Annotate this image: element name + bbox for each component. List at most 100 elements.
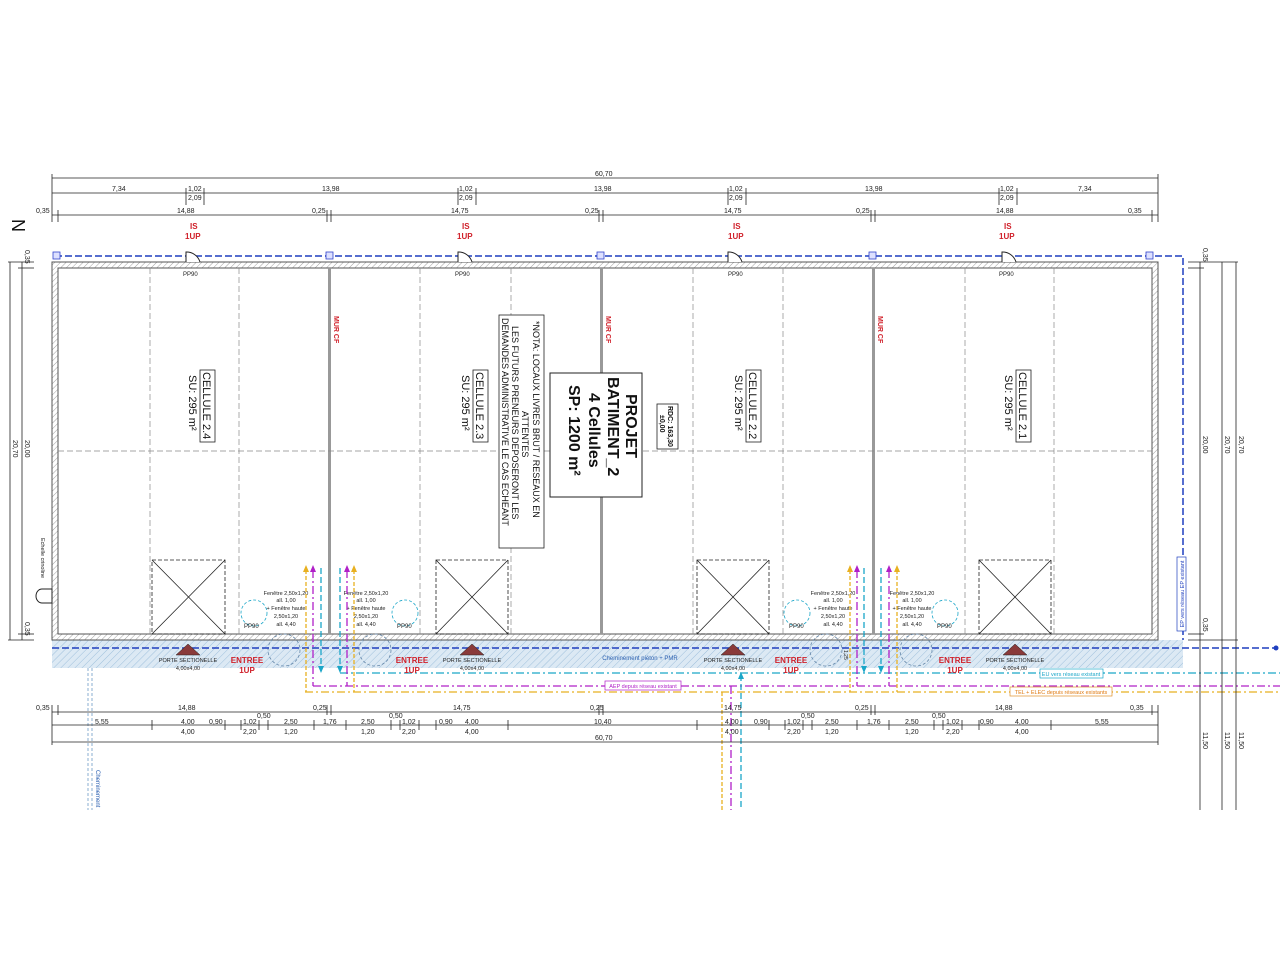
window-note: all. 4,40 bbox=[356, 622, 375, 628]
window-note: + Fenêtre haute bbox=[814, 606, 853, 612]
dim: 4,00 bbox=[725, 719, 739, 726]
dim: 2,09 bbox=[188, 195, 202, 202]
door-type: PP90 bbox=[789, 624, 804, 630]
dim: 14,88 bbox=[178, 705, 196, 712]
dim: 1,76 bbox=[867, 719, 881, 726]
project-box: PROJET BATIMENT_2 4 Cellules SP: 1200 m² bbox=[549, 372, 643, 498]
entrance-doors bbox=[240, 599, 959, 667]
exit-label: IS bbox=[733, 222, 741, 231]
dim: 1,20 bbox=[361, 729, 375, 736]
sectional-door-icon bbox=[720, 643, 746, 656]
fire-wall-label: MUR CF bbox=[604, 316, 611, 344]
window-note: 2,50x1,20 bbox=[900, 614, 924, 620]
dim: 2,50 bbox=[905, 719, 919, 726]
dim: 1,02 bbox=[787, 719, 801, 726]
ladder-icon bbox=[35, 588, 53, 604]
dim: 0,35 bbox=[36, 705, 50, 712]
door-type: PP90 bbox=[455, 272, 470, 278]
nota-box: *NOTA: LOCAUX LIVRES BRUT / RESEAUX EN A… bbox=[498, 314, 545, 549]
dim: 11,50 bbox=[1237, 732, 1244, 749]
aep-label: AEP depuis réseau existant bbox=[609, 684, 677, 690]
entrance-label: 1UP bbox=[783, 666, 799, 675]
top-dimensions: 60,70 7,34 1,02 2,09 13,98 1,02 2,09 13,… bbox=[36, 171, 1159, 222]
dim: 4,00 bbox=[181, 719, 195, 726]
dim: 2,50 bbox=[361, 719, 375, 726]
dim: 5,55 bbox=[1095, 719, 1109, 726]
cell-area: SU: 295 m² bbox=[1002, 375, 1014, 431]
exit-label: IS bbox=[1004, 222, 1012, 231]
dim: 2,20 bbox=[402, 729, 416, 736]
window-note: Fenêtre 2,50x1,20 bbox=[890, 591, 935, 597]
dim: 1,20 bbox=[905, 729, 919, 736]
sectional-door-icon bbox=[1002, 643, 1028, 656]
exit-label: 1UP bbox=[457, 232, 473, 241]
top-exit-labels: IS 1UP IS 1UP IS 1UP IS 1UP bbox=[185, 222, 1015, 241]
dim: 20,70 bbox=[1237, 436, 1244, 454]
door-type: PP90 bbox=[937, 624, 952, 630]
dim: 1,02 bbox=[402, 719, 416, 726]
dim: 2,09 bbox=[459, 195, 473, 202]
entrance-door-labels: PP90 PP90 PP90 PP90 bbox=[244, 624, 952, 630]
sectional-doors: PORTE SECTIONELLE 4,00x4,00 PORTE SECTIO… bbox=[159, 643, 1044, 672]
dim: 4,00 bbox=[465, 719, 479, 726]
entrance-label: ENTREE bbox=[939, 656, 972, 665]
sectional-door-label: PORTE SECTIONELLE bbox=[704, 658, 763, 664]
walkway-label-left: Cheminement bbox=[94, 770, 100, 808]
sectional-door-openings bbox=[151, 559, 1052, 635]
dim: 0,35 bbox=[1201, 248, 1208, 262]
cell-area: SU: 295 m² bbox=[459, 375, 471, 431]
cell-2-4: CELLULE 2.4 SU: 295 m² bbox=[186, 369, 216, 443]
window-notes: Fenêtre 2,50x1,20 all. 1,00 + Fenêtre ha… bbox=[264, 591, 935, 628]
dim: 2,50 bbox=[284, 719, 298, 726]
dim: 4,00 bbox=[181, 729, 195, 736]
project-title: PROJET bbox=[622, 394, 639, 458]
rdc-zero: ±0,00 bbox=[658, 415, 665, 433]
dim: 4,00 bbox=[465, 729, 479, 736]
exit-label: 1UP bbox=[999, 232, 1015, 241]
sectional-door-size: 4,00x4,00 bbox=[176, 666, 200, 672]
dim: 2,20 bbox=[787, 729, 801, 736]
dim: 4,00 bbox=[725, 729, 739, 736]
step-dimension: 1,25 bbox=[842, 650, 848, 660]
dim: 0,25 bbox=[585, 208, 599, 215]
network-labels: AEP depuis réseau existant EU vers résea… bbox=[604, 556, 1187, 697]
dim: 1,20 bbox=[284, 729, 298, 736]
dim: 11,50 bbox=[1201, 732, 1208, 749]
entrance-label: 1UP bbox=[947, 666, 963, 675]
north-label: N bbox=[8, 219, 28, 232]
dim: 1,02 bbox=[459, 186, 473, 193]
bottom-dimensions: 0,35 14,88 0,25 14,75 0,25 14,75 0,25 14… bbox=[36, 705, 1159, 745]
door-type: PP90 bbox=[728, 272, 743, 278]
dim: 7,34 bbox=[1078, 186, 1092, 193]
dim: 14,75 bbox=[451, 208, 469, 215]
dim-total-top: 60,70 bbox=[595, 171, 613, 178]
dim: 0,90 bbox=[209, 719, 223, 726]
sectional-door-icon bbox=[175, 643, 201, 656]
dim: 1,02 bbox=[946, 719, 960, 726]
dim: 2,50 bbox=[825, 719, 839, 726]
dim: 13,98 bbox=[865, 186, 883, 193]
dim: 2,09 bbox=[729, 195, 743, 202]
window-note: 2,50x1,20 bbox=[354, 614, 378, 620]
dim: 0,25 bbox=[590, 705, 604, 712]
entrance-label: ENTREE bbox=[231, 656, 264, 665]
door-type: PP90 bbox=[999, 272, 1014, 278]
dim: 14,88 bbox=[995, 705, 1013, 712]
dim: 0,35 bbox=[23, 250, 30, 264]
dim: 0,50 bbox=[389, 713, 403, 720]
nota-line: ATTENTES bbox=[520, 411, 530, 457]
left-path bbox=[87, 668, 93, 810]
cell-area: SU: 295 m² bbox=[732, 375, 744, 431]
dim: 0,90 bbox=[754, 719, 768, 726]
dim: 14,75 bbox=[724, 705, 742, 712]
cell-area: SU: 295 m² bbox=[186, 375, 198, 431]
fire-wall-label: MUR CF bbox=[876, 316, 883, 344]
dim: 14,88 bbox=[996, 208, 1014, 215]
sectional-door-size: 4,00x4,00 bbox=[721, 666, 745, 672]
cell-count: 4 Cellules bbox=[585, 393, 602, 468]
cell-2-3: CELLULE 2.3 SU: 295 m² bbox=[459, 369, 489, 443]
surface: SP: 1200 m² bbox=[565, 385, 582, 476]
window-note: 2,50x1,20 bbox=[821, 614, 845, 620]
dim: 20,00 bbox=[1201, 436, 1208, 454]
